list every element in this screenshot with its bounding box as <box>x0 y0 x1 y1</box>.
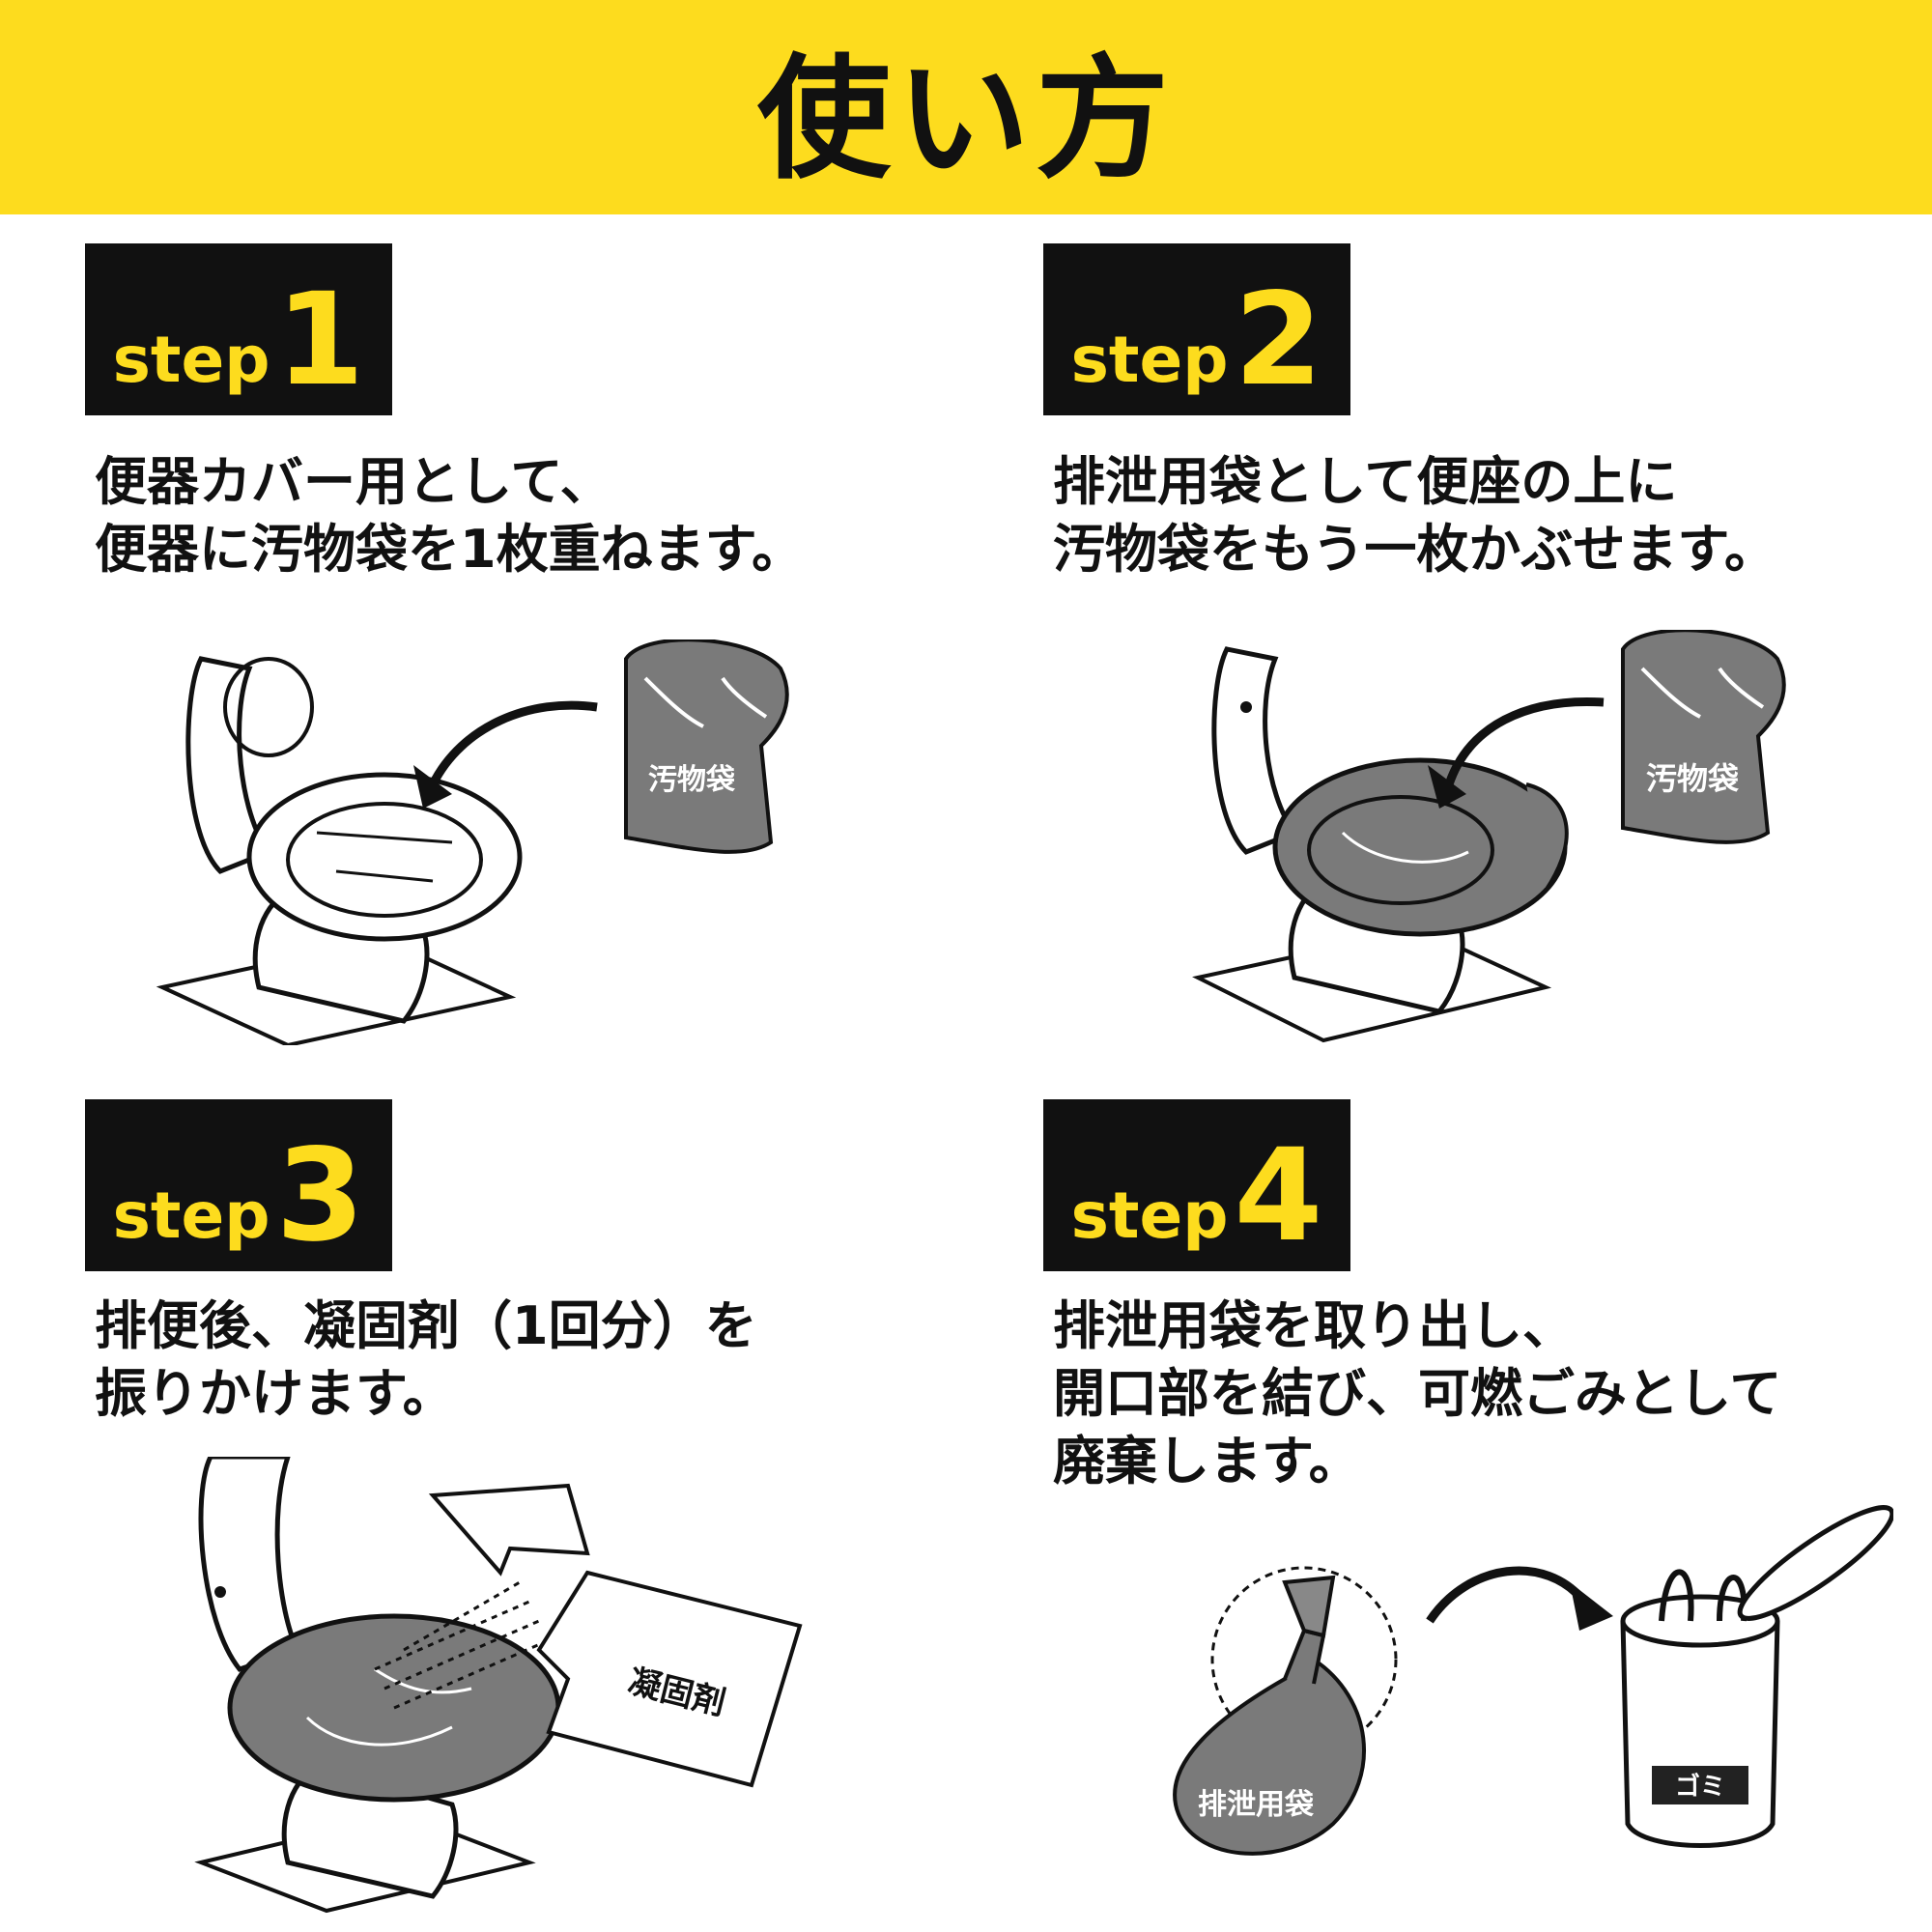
coagulant-spray <box>374 1580 550 1710</box>
description-line: 便器カバー用として、 <box>95 451 612 512</box>
coagulant-illustration: 凝固剤 <box>194 1457 803 1914</box>
torn-strip <box>428 1483 590 1577</box>
arrow-head <box>1428 765 1466 809</box>
arrow-head <box>413 765 452 809</box>
step-1: step 1 便器カバー用として、 便器に汚物袋を1枚重ねます。 汚物袋 <box>85 243 935 1055</box>
arrow-head <box>1570 1582 1613 1631</box>
title-banner: 使い方 <box>0 0 1932 214</box>
step-description: 便器カバー用として、 便器に汚物袋を1枚重ねます。 <box>95 448 804 583</box>
step-badge: step 2 <box>1043 243 1350 415</box>
toilet-lid <box>1211 646 1298 855</box>
step-badge: step 4 <box>1043 1099 1350 1271</box>
step-3: step 3 排便後、凝固剤（1回分）を 振りかけます。 凝固剤 <box>85 1099 935 1920</box>
description-line: 開口部を結び、可燃ごみとして <box>1053 1363 1782 1424</box>
disposal-illustration: 排泄用袋 ゴミ <box>1173 1505 1893 1856</box>
step-number: 2 <box>1234 266 1323 415</box>
page-title: 使い方 <box>756 42 1175 197</box>
step-word: step <box>1070 323 1229 397</box>
step-badge: step 3 <box>85 1099 392 1271</box>
bag-label: 汚物袋 <box>1646 760 1739 797</box>
arrow-curve <box>1426 1566 1588 1624</box>
step-word: step <box>112 323 270 397</box>
bin-lid <box>1737 1505 1893 1621</box>
bag-label: 汚物袋 <box>648 763 735 797</box>
step-description: 排泄用袋として便座の上に 汚物袋をもう一枚かぶせます。 <box>1053 448 1776 583</box>
toilet-bag-illustration: 汚物袋 <box>156 639 789 1045</box>
toilet-lid <box>198 1457 301 1672</box>
arrow-curve <box>428 700 598 787</box>
waste-bag-icon <box>624 639 789 854</box>
tied-bag-icon <box>1173 1657 1366 1856</box>
step-badge: step 1 <box>85 243 392 415</box>
waste-bag-icon <box>1621 630 1786 844</box>
coagulant-packet <box>536 1570 803 1788</box>
bin-label: ゴミ <box>1675 1772 1725 1802</box>
description-line: 排便後、凝固剤（1回分）を <box>95 1295 757 1356</box>
toilet-bag-illustration: 汚物袋 <box>1192 630 1786 1043</box>
step-word: step <box>1070 1179 1229 1253</box>
step-2: step 2 排泄用袋として便座の上に 汚物袋をもう一枚かぶせます。 汚物袋 <box>1043 243 1913 1055</box>
zoom-circle <box>1210 1566 1398 1753</box>
description-line: 排泄用袋として便座の上に <box>1053 451 1678 512</box>
trash-bin-icon <box>1620 1620 1780 1848</box>
bag-label: 排泄用袋 <box>1198 1788 1314 1822</box>
step-number: 3 <box>275 1122 365 1271</box>
step-description: 排泄用袋を取り出し、 開口部を結び、可燃ごみとして 廃棄します。 <box>1053 1293 1781 1495</box>
bin-label-plate <box>1652 1766 1748 1804</box>
step-description: 排便後、凝固剤（1回分）を 振りかけます。 <box>95 1293 757 1428</box>
description-line: 廃棄します。 <box>1053 1431 1361 1492</box>
arrow-curve <box>1444 696 1605 786</box>
description-line: 便器に汚物袋を1枚重ねます。 <box>95 519 805 580</box>
step-number: 4 <box>1234 1122 1323 1271</box>
step-number: 1 <box>275 266 365 415</box>
description-line: 汚物袋をもう一枚かぶせます。 <box>1053 519 1776 580</box>
step-4: step 4 排泄用袋を取り出し、 開口部を結び、可燃ごみとして 廃棄します。 … <box>1043 1099 1913 1920</box>
description-line: 振りかけます。 <box>95 1363 455 1424</box>
step-word: step <box>112 1179 270 1253</box>
toilet-lid <box>185 656 272 874</box>
description-line: 排泄用袋を取り出し、 <box>1053 1295 1575 1356</box>
